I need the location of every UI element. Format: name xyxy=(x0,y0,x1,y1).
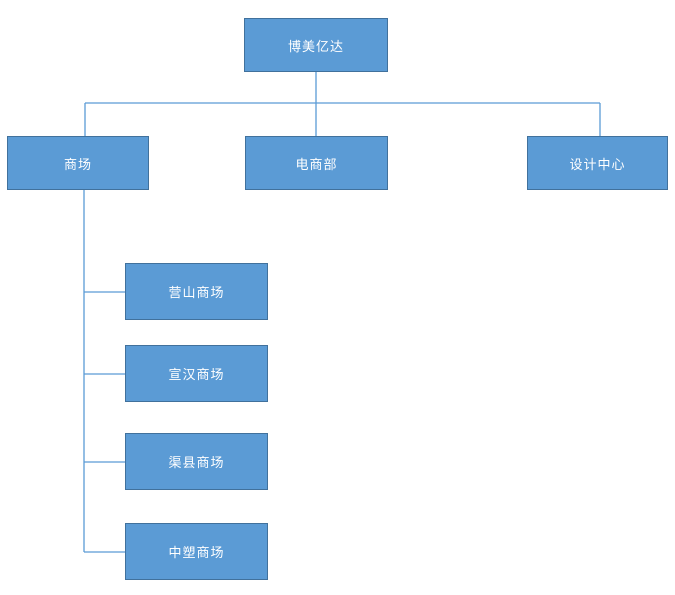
org-node-mall-label: 商场 xyxy=(63,157,92,173)
org-node-design-center[interactable]: 设计中心 xyxy=(527,136,668,190)
org-node-xuanhan-mall-label: 宣汉商场 xyxy=(168,368,225,383)
org-node-ecommerce[interactable]: 电商部 xyxy=(245,136,388,190)
org-node-xuanhan-mall[interactable]: 宣汉商场 xyxy=(125,345,268,402)
org-node-root-label: 博美亿达 xyxy=(287,39,344,55)
org-node-ecommerce-label: 电商部 xyxy=(295,157,338,173)
org-node-quxian-mall-label: 渠县商场 xyxy=(168,456,225,471)
org-node-zhongsu-mall[interactable]: 中塑商场 xyxy=(125,523,268,580)
org-node-root[interactable]: 博美亿达 xyxy=(244,18,388,72)
org-node-yingshan-mall-label: 营山商场 xyxy=(168,286,225,301)
org-node-mall[interactable]: 商场 xyxy=(7,136,149,190)
org-node-yingshan-mall[interactable]: 营山商场 xyxy=(125,263,268,320)
org-node-zhongsu-mall-label: 中塑商场 xyxy=(168,546,225,561)
org-node-quxian-mall[interactable]: 渠县商场 xyxy=(125,433,268,490)
org-node-design-center-label: 设计中心 xyxy=(569,157,626,173)
